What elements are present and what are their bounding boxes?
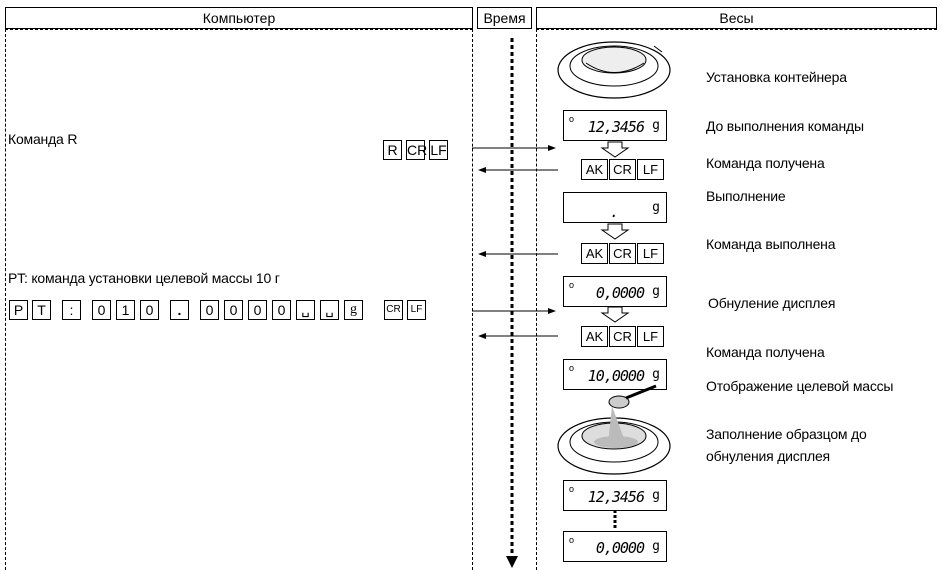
step-label: Команда получена xyxy=(706,155,825,171)
scale-top-border xyxy=(536,29,937,30)
step-label: До выполнения команды xyxy=(706,118,864,134)
step-label: Команда получена xyxy=(706,344,825,360)
pt-cell-lf: LF xyxy=(407,300,426,320)
cell-lf: LF xyxy=(429,140,448,160)
display-unit: g xyxy=(652,118,660,133)
command-r-label: Команда R xyxy=(8,131,78,147)
display-value: 10,0000 xyxy=(587,367,645,385)
pt-cell: 0 xyxy=(200,300,219,320)
ack-lf: LF xyxy=(637,326,664,347)
ack-lf: LF xyxy=(637,243,664,264)
computer-top-border xyxy=(5,29,473,30)
pt-command-label: PT: команда установки целевой массы 10 г xyxy=(8,270,280,286)
ack-ak: AK xyxy=(581,159,608,180)
ack-cr: CR xyxy=(609,159,636,180)
display-value: 12,3456 xyxy=(587,118,645,136)
balance-display: o 12,3456 g xyxy=(563,480,667,511)
stable-indicator-icon: o xyxy=(569,363,575,373)
ack-ak: AK xyxy=(581,326,608,347)
display-unit: g xyxy=(652,539,660,554)
pt-cell-space: ␣ xyxy=(320,300,339,320)
display-unit: g xyxy=(652,200,660,215)
ack-cr: CR xyxy=(609,326,636,347)
down-arrow-icons xyxy=(600,141,630,528)
stable-indicator-icon: o xyxy=(569,535,575,545)
step-label: Обнуление дисплея xyxy=(708,295,836,311)
stable-indicator-icon: o xyxy=(569,114,575,124)
ack-cr: CR xyxy=(609,243,636,264)
step-label: Команда выполнена xyxy=(706,236,836,252)
display-unit: g xyxy=(652,367,660,382)
pt-cell: . xyxy=(170,300,189,320)
pt-cell: 0 xyxy=(224,300,243,320)
pt-cell-cr: CR xyxy=(384,300,403,320)
display-value: . xyxy=(609,203,619,221)
pt-cell: 1 xyxy=(116,300,135,320)
computer-right-border xyxy=(472,29,473,570)
display-value: 0,0000 xyxy=(595,284,645,302)
pt-cell: 0 xyxy=(248,300,267,320)
pt-cell: 0 xyxy=(92,300,111,320)
communication-arrows xyxy=(472,145,558,339)
ack-ak: AK xyxy=(581,243,608,264)
balance-display: o 12,3456 g xyxy=(563,110,667,141)
balance-display: o 0,0000 g xyxy=(563,531,667,562)
step-label: Заполнение образцом до xyxy=(706,426,867,442)
sample-filling-image xyxy=(557,384,671,475)
computer-header: Компьютер xyxy=(5,7,473,29)
display-unit: g xyxy=(652,488,660,503)
cell-r: R xyxy=(383,140,402,160)
pt-cell: P xyxy=(9,300,28,320)
display-value: 0,0000 xyxy=(595,539,645,557)
stable-indicator-icon: o xyxy=(569,280,575,290)
step-label: Установка контейнера xyxy=(706,69,847,85)
pt-cell: g xyxy=(344,300,363,320)
display-value: 12,3456 xyxy=(587,488,645,506)
pt-cell: : xyxy=(62,300,81,320)
step-label: Выполнение xyxy=(706,188,786,204)
computer-left-border xyxy=(5,29,6,570)
cell-cr: CR xyxy=(406,140,428,160)
scale-header: Весы xyxy=(536,7,937,29)
balance-display: o 10,0000 g xyxy=(563,359,667,390)
container-on-scale-image xyxy=(557,41,671,99)
display-unit: g xyxy=(652,284,660,299)
stable-indicator-icon: o xyxy=(569,484,575,494)
pt-cell: 0 xyxy=(140,300,159,320)
balance-display: . g xyxy=(563,192,667,223)
time-axis-arrow xyxy=(506,38,518,568)
scale-left-border xyxy=(536,29,537,570)
pt-cell: T xyxy=(32,300,51,320)
ack-lf: LF xyxy=(637,159,664,180)
time-header: Время xyxy=(477,7,532,29)
step-label: Отображение целевой массы xyxy=(706,378,894,394)
step-label: обнуления дисплея xyxy=(706,448,830,464)
pt-cell-space: ␣ xyxy=(296,300,315,320)
pt-cell: 0 xyxy=(272,300,291,320)
